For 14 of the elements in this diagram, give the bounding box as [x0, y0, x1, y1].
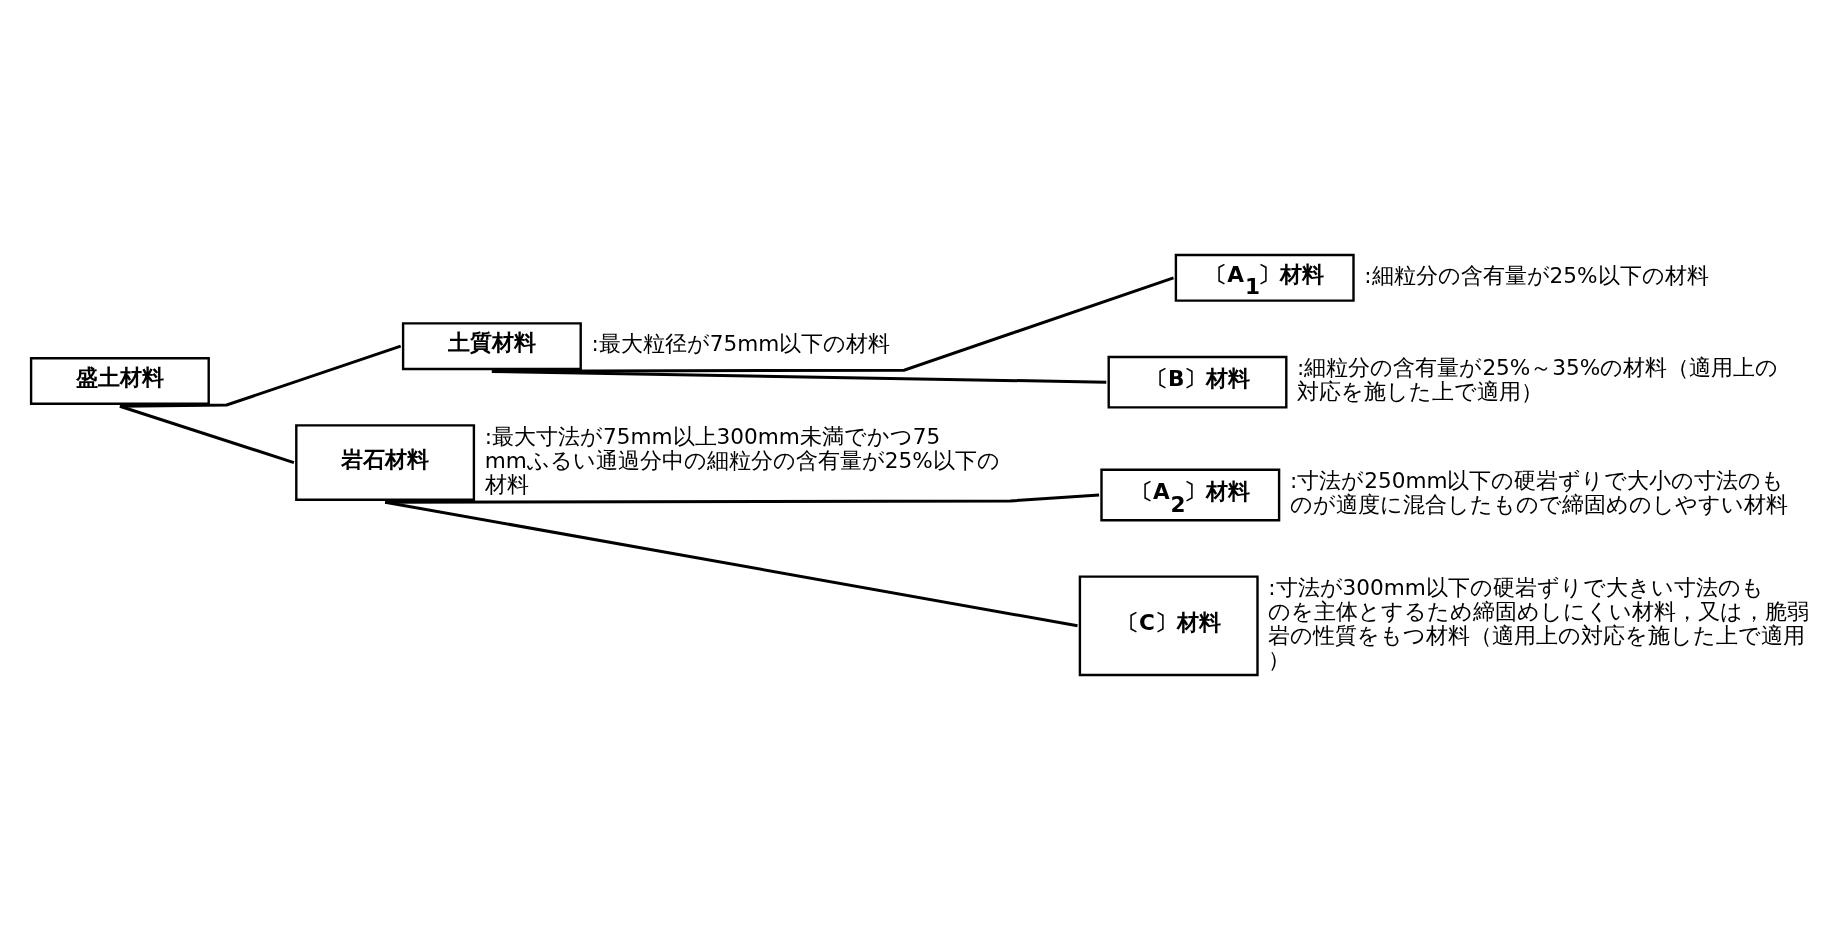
connector: [491, 369, 1107, 384]
node-label: :最大寸法が75mm以上300mm未満でかつ75mmふるい通過分中の細粒分の含有量が25%以下の材料: [484, 423, 1000, 497]
node-box: 岩石材料: [295, 424, 476, 501]
node-label: :寸法が250mm以下の硬岩ずりで大小の寸法のものが適度に混合したもので締固めのしやすい材料: [1289, 468, 1788, 518]
node-box: 土質材料: [401, 322, 582, 371]
node-label: :寸法が300mm以下の硬岩ずりで大きい寸法のものを主体とするため締固めしにくい材料，又は，脆弱岩の性質をもつ材料（適用上の対応を施した上で適用）: [1268, 575, 1810, 673]
connector: [384, 500, 1078, 628]
node-label: :細粒分の含有量が25%～35%の材料（適用上の対応を施した上で適用）: [1297, 355, 1779, 405]
node-box: 盛土材料: [29, 357, 210, 405]
node-box: 〔B〕材料: [1107, 355, 1288, 409]
node-box: 〔C〕材料: [1078, 575, 1259, 677]
node-label: :細粒分の含有量が25%以下の材料: [1364, 263, 1709, 289]
node-label: :最大粒径が75mm以下の材料: [591, 331, 891, 357]
connector: [119, 404, 295, 465]
